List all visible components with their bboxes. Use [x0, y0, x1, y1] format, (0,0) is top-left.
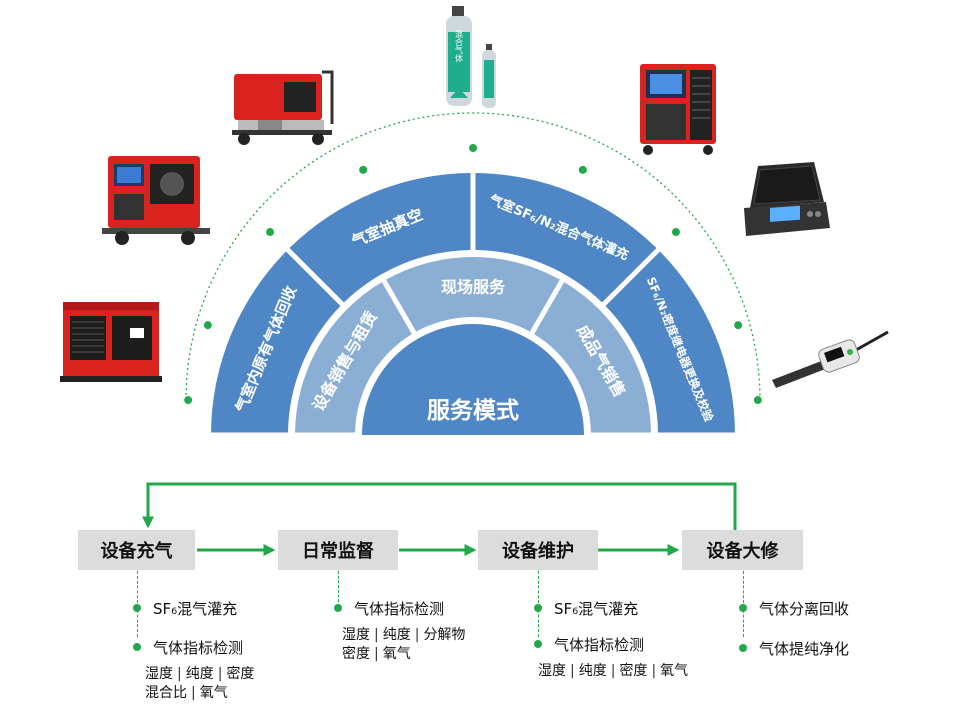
bullet-dot [133, 643, 141, 651]
step-label-charging: 设备充气 [100, 541, 173, 562]
outer-ring [211, 173, 735, 433]
outer-ring-segment [289, 173, 471, 303]
detail-sub-line: 湿度|纯度|密度 [145, 666, 255, 682]
sub-value: 湿度 [145, 666, 173, 682]
detail-text: 气体提纯净化 [759, 639, 850, 658]
cylinder-label: 混合气体 [455, 30, 464, 63]
arc-dot [203, 321, 212, 330]
sub-value: 湿度 [538, 663, 566, 679]
sub-value: 密度 [619, 663, 648, 679]
step-box-maintenance: 设备维护 [478, 530, 598, 570]
bullet-dot [534, 640, 542, 648]
detail-text: SF₆混气灌充 [153, 599, 238, 618]
detail-item: 气体提纯净化 [739, 636, 849, 660]
arc-dot [359, 165, 368, 174]
bullet-dot [739, 644, 747, 652]
outer-dotted-arc [185, 112, 761, 401]
center-label: 服务模式 [427, 398, 519, 424]
detail-text: SF₆混气灌充 [554, 599, 639, 618]
step-box-charging: 设备充气 [78, 530, 195, 570]
bullet-dot [739, 604, 747, 612]
step-box-overhaul: 设备大修 [682, 530, 803, 570]
detail-text: 气体指标检测 [354, 599, 445, 618]
step-connector-2 [338, 571, 339, 607]
filling-cart-image [102, 156, 210, 245]
detail-text: 气体指标检测 [554, 635, 645, 654]
middle-ring-segment [386, 257, 560, 332]
center-half-disc [362, 324, 584, 435]
detail-item: SF₆混气灌充 [133, 596, 254, 620]
sub-value: 氧气 [660, 663, 689, 679]
bullet-dot [334, 604, 342, 612]
arc-dot [266, 228, 275, 237]
handheld-detector-image [772, 330, 889, 388]
outer-ring-segment [605, 251, 735, 433]
detail-item: 气体指标检测 [334, 596, 465, 620]
middle-ring-segment [534, 282, 651, 433]
bullet-dot [133, 604, 141, 612]
step-details-daily-supervision: 气体指标检测 湿度|纯度|分解物 密度|氧气 [334, 596, 465, 664]
step-box-daily-supervision: 日常监督 [278, 530, 398, 570]
gas-recovery-unit-image [60, 302, 162, 382]
sub-value: 密度 [342, 646, 370, 662]
arc-dot [734, 321, 743, 330]
step-details-maintenance: SF₆混气灌充 气体指标检测 湿度|纯度|密度|氧气 [534, 596, 688, 681]
middle-ring [295, 257, 651, 433]
sub-value: 湿度 [342, 627, 370, 643]
sub-value: 氧气 [199, 685, 228, 701]
detail-item: SF₆混气灌充 [534, 596, 688, 620]
step-label-overhaul: 设备大修 [706, 541, 779, 562]
detail-sub-line: 湿度|纯度|密度|氧气 [538, 663, 689, 679]
step-details-overhaul: 气体分离回收 气体提纯净化 [739, 596, 849, 660]
sub-value: 纯度 [578, 663, 607, 679]
arc-dot [671, 228, 680, 237]
middle-ring-segment [295, 282, 412, 433]
detail-text: 气体分离回收 [759, 599, 850, 618]
mixed-gas-cylinders-image: 混合气体 [446, 6, 496, 108]
sub-value: 密度 [226, 666, 255, 682]
sub-value: 混合比 [145, 685, 187, 701]
sub-value: 纯度 [185, 666, 214, 682]
step-label-maintenance: 设备维护 [502, 541, 574, 562]
outer-ring-segment [475, 173, 657, 303]
gas-processing-cabinet-image [640, 64, 716, 155]
arc-dot [469, 144, 477, 152]
sub-value: 分解物 [423, 627, 466, 643]
arc-dots [184, 144, 762, 405]
vacuum-pump-cart-image [232, 70, 334, 145]
outer-ring-segment [211, 251, 341, 433]
step-details-charging: SF₆混气灌充 气体指标检测 湿度|纯度|密度 混合比|氧气 [133, 596, 254, 703]
detail-sub-line: 密度|氧气 [342, 646, 411, 662]
arc-dot [753, 396, 762, 405]
detail-sub-line: 湿度|纯度|分解物 [342, 627, 466, 643]
portable-analyzer-case-image [744, 162, 830, 236]
sub-value: 纯度 [382, 627, 411, 643]
bullet-dot [534, 604, 542, 612]
loop-back-arrow [142, 482, 737, 531]
detail-sub-line: 混合比|氧气 [145, 685, 228, 701]
arc-dot [184, 396, 193, 405]
detail-item: 气体指标检测 [133, 635, 254, 659]
arc-dot [578, 165, 587, 174]
detail-item: 气体指标检测 [534, 632, 688, 656]
step-label-daily-supervision: 日常监督 [302, 541, 374, 562]
sub-value: 氧气 [382, 646, 411, 662]
detail-text: 气体指标检测 [153, 638, 244, 657]
detail-item: 气体分离回收 [739, 596, 849, 620]
middle-ring-label: 现场服务 [441, 278, 506, 297]
